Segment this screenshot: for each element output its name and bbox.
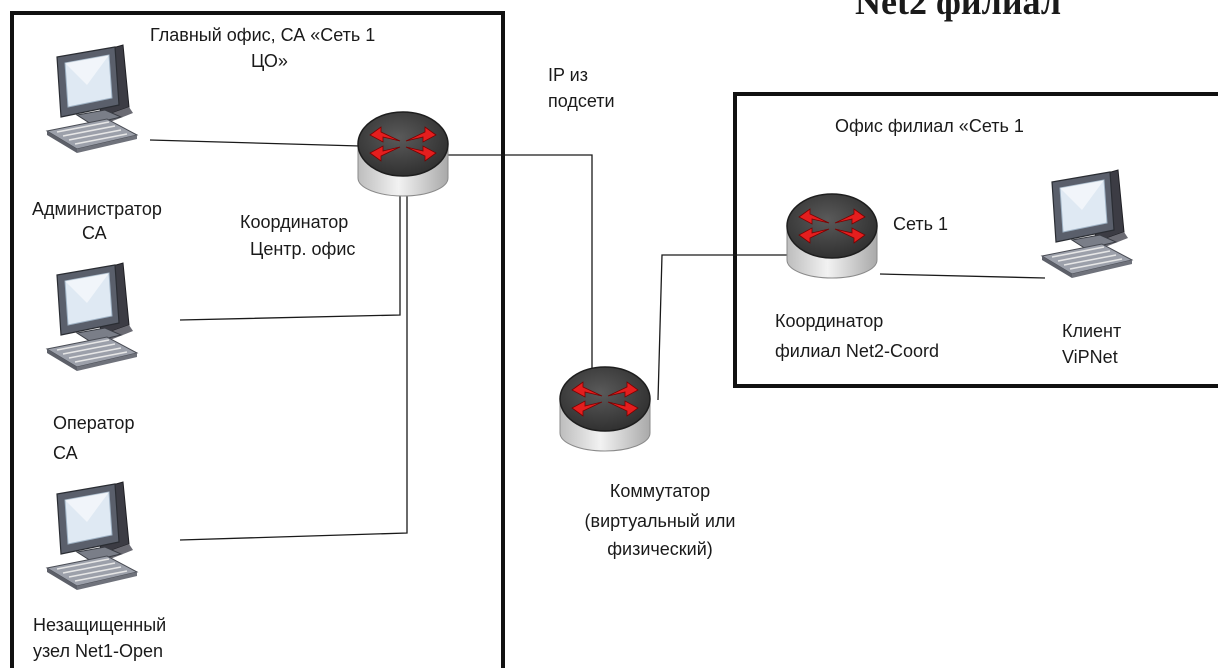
link-coordinator-switch: [445, 154, 593, 375]
computer-icon-open-node: [46, 481, 138, 591]
operator-label-line1: Оператор: [53, 413, 135, 433]
ip-note-line2: подсети: [548, 91, 615, 111]
main-coordinator-label-line2: Центр. офис: [250, 239, 356, 259]
ip-note-line1: IP из: [548, 65, 588, 85]
admin-label-line2: СА: [82, 223, 107, 243]
main-office-frame: [10, 11, 505, 668]
operator-label-line2: СА: [53, 443, 78, 463]
router-icon-main-coordinator: [357, 111, 449, 197]
switch-label-line2: (виртуальный или: [584, 511, 736, 531]
link-operator-coordinator: [179, 190, 401, 321]
branch-net-label: Сеть 1: [893, 214, 949, 234]
open-node-label-line2: узел Net1-Open: [33, 641, 164, 661]
link-branch-coordinator-client: [879, 273, 1046, 279]
switch-label-line3: физический): [607, 539, 713, 559]
client-label-line1: Клиент: [1062, 321, 1122, 341]
link-opennode-coordinator: [179, 190, 408, 541]
switch-label-line1: Коммутатор: [609, 481, 711, 501]
link-switch-branch-coordinator: [657, 254, 790, 401]
computer-icon-operator: [46, 262, 138, 372]
computer-icon-client: [1041, 169, 1133, 279]
computer-icon-admin: [46, 44, 138, 154]
link-admin-coordinator: [149, 139, 361, 147]
main-office-title-line2: ЦО»: [251, 51, 288, 71]
branch-office-title: Офис филиал «Сеть 1: [835, 116, 1024, 136]
main-office-title-line1: Главный офис, СА «Сеть 1: [150, 25, 376, 45]
branch-coordinator-label-line1: Координатор: [775, 311, 884, 331]
admin-label-line1: Администратор: [32, 199, 162, 219]
diagram-heading: Net2 филиал: [855, 0, 1062, 22]
router-icon-switch: [559, 366, 651, 452]
main-coordinator-label-line1: Координатор: [240, 212, 349, 232]
router-icon-branch-coordinator: [786, 193, 878, 279]
branch-coordinator-label-line2: филиал Net2-Coord: [775, 341, 939, 361]
open-node-label-line1: Незащищенный: [33, 615, 167, 635]
branch-office-frame: [733, 92, 1218, 388]
client-label-line2: ViPNet: [1062, 347, 1118, 367]
